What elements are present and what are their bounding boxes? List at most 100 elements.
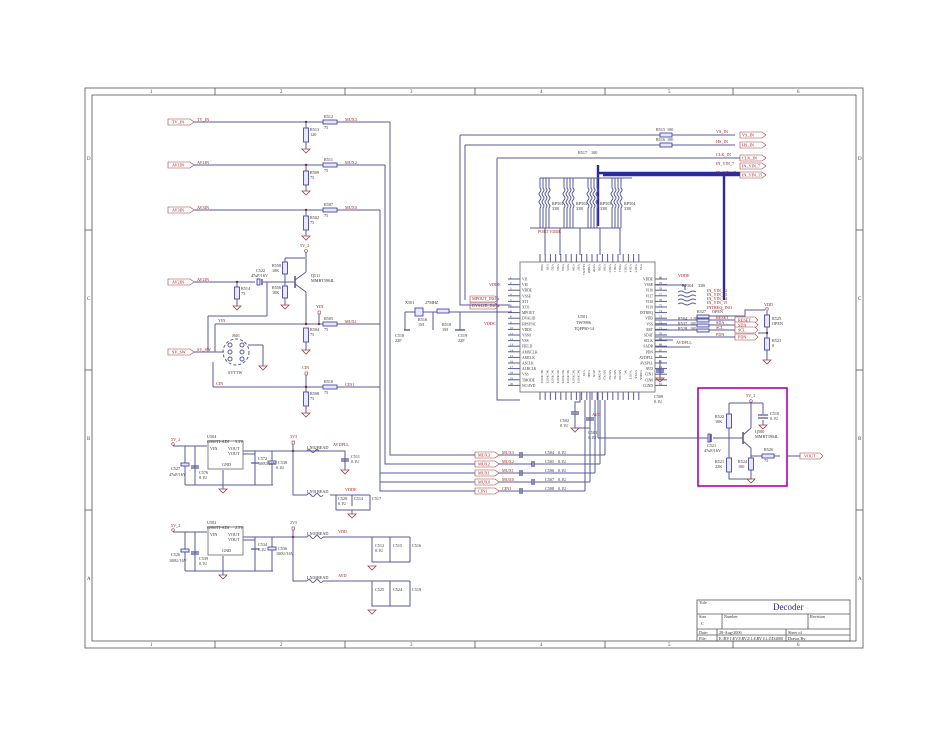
cap-value: 0.1U <box>558 477 566 482</box>
port-mux1[interactable] <box>474 469 500 477</box>
cap-ref: C506 <box>545 468 554 473</box>
ic-pin-number: 5 <box>510 298 512 302</box>
ic-pin-label: VDDE <box>643 278 654 282</box>
ic-pin-label: VDD <box>645 317 653 321</box>
reg1-pins-1-label: VOUT <box>228 446 240 451</box>
video_out-c2_val-label: 0.1U <box>770 416 778 421</box>
reg2-ref-label: U502 <box>207 520 216 525</box>
ic-pin-label: VSSA <box>634 370 638 379</box>
ic-pin-label: AVSPLL <box>640 362 653 366</box>
row-marker: B <box>858 437 862 442</box>
port-scl[interactable] <box>734 326 759 334</box>
inputs-tv_in-out-label: MUX3 <box>345 117 357 122</box>
inputs-cin-net-label: CIN <box>302 365 309 370</box>
port-label: MUX2 <box>478 462 490 467</box>
ic-pin-number: 75 <box>659 304 663 308</box>
inputs-yin-r_series_val-label: 75 <box>324 327 328 332</box>
right_ctrl-rst_nets-2-label: SCL <box>716 325 724 330</box>
ic-pin-label: VSS <box>522 339 529 343</box>
port-pdn[interactable] <box>734 333 759 341</box>
port-cin1[interactable] <box>474 487 500 495</box>
inputs-yin-r_shunt-label: R504 <box>310 327 320 332</box>
ic-pin-label: VSS <box>522 373 529 377</box>
ic-pin-number: 18 <box>510 371 514 375</box>
ic-pin-label: VD8 <box>597 264 601 271</box>
sheet-title: Decoder <box>773 602 803 612</box>
port-in-yin-7[interactable] <box>739 162 767 170</box>
row-marker: A <box>87 577 91 582</box>
port-vout[interactable] <box>799 452 824 460</box>
reg1-c_in2_val-label: 0.1U <box>199 475 207 480</box>
ic-pin-number: 71 <box>659 326 663 330</box>
column-marker: 3 <box>410 90 413 95</box>
sheet-file-label: E:\RV1\EV3\RV2\1.4\RV1\1.4\D4000 <box>719 636 783 641</box>
ic-pin-number: 70 <box>659 332 663 336</box>
inputs-sv-conn-label: J601 <box>232 333 240 338</box>
inputs-av3in-out-label: MUX0 <box>345 205 357 210</box>
port-mux0[interactable] <box>474 478 500 486</box>
cap-value: 0.1U <box>558 486 566 491</box>
right_ctrl-r523-label: R523 <box>772 338 781 343</box>
port-mux3[interactable] <box>474 451 500 459</box>
ic-pin-number: 10 <box>510 326 514 330</box>
right_ctrl-rs-2-label: R528 <box>678 326 687 331</box>
port-sv-sw[interactable] <box>167 348 195 356</box>
ic-pin-label: NC/MUX <box>571 370 575 384</box>
port-av1in[interactable] <box>167 161 195 169</box>
ic-pin-number: 65 <box>659 360 663 364</box>
ic-pin-label: VI1 <box>522 278 528 282</box>
inputs-av2in-cap_val-label: 47uF/16V <box>251 273 268 278</box>
column-marker: 4 <box>540 90 543 95</box>
top_right-y15_net-label: IN_YIN_15 <box>716 170 736 175</box>
reg2-c_out2-label: C536 <box>278 546 287 551</box>
resistor-network-element <box>586 178 590 228</box>
port-vs-in[interactable] <box>739 131 767 139</box>
crystal-ref-label: X501 <box>405 300 414 305</box>
ic-pins: VI11VI02VDDE3VSSE4XTI5XTO6MPOUT7DVALID8H… <box>508 254 667 400</box>
port-clk-in[interactable] <box>739 154 767 162</box>
port-av2in[interactable] <box>167 278 195 286</box>
reg2-rail-label: 2V5 <box>290 520 297 525</box>
reg1-l2-label: LN01 <box>307 489 317 494</box>
net-label: MUX3 <box>502 450 514 455</box>
port-in-yin-15[interactable] <box>739 171 767 179</box>
sheet-sheet_label-label: Sheet of <box>788 630 802 635</box>
resistor-network-element <box>589 178 593 228</box>
right_ctrl-rst_ports-2-label: SCL <box>738 328 746 333</box>
ic-pin-number: 80 <box>659 276 663 280</box>
port-tv-in[interactable] <box>167 118 195 126</box>
reg1-l1_val-label: BEAD <box>317 445 328 450</box>
reg1-n1-label: AVDPLL <box>333 442 349 447</box>
port-mux2[interactable] <box>474 460 500 468</box>
ic-pin-number: 1 <box>510 276 512 280</box>
reg1-c1_val-label: 0.1U <box>351 459 359 464</box>
reg2-l1_val-label: BEAD <box>317 531 328 536</box>
video_out-r4_val-label: 75 <box>764 458 768 463</box>
reg1-vout-label: 3.3V <box>235 439 243 444</box>
ic-pin-label: VD1 <box>545 264 549 271</box>
inputs-sv-conn_val-label: SVTTW <box>228 370 242 375</box>
sheet-file_label-label: File: <box>699 636 707 641</box>
right_ctrl-in_nets-3-label: IN_YIN_15 <box>707 300 727 305</box>
reg2-c_in_val-label: 100U/16V <box>169 558 187 563</box>
crystal-c1_val-label: 22P <box>395 338 402 343</box>
resistor-network-element <box>565 178 569 228</box>
reg1-in-label: 5V_2 <box>171 437 180 442</box>
ic-pin-label: MUX1 <box>613 370 617 380</box>
resistor-network-element <box>619 178 623 228</box>
left_ports-mpout-label: MPOUT_INO <box>472 296 496 301</box>
reg2-n2-label: AVD <box>338 573 347 578</box>
ic-pin-label: VD6 <box>571 264 575 271</box>
reg2-c_in2_val-label: 0.1U <box>199 561 207 566</box>
ic-pin-number: 19 <box>510 376 514 380</box>
ic-pin-label: VSS <box>639 264 643 270</box>
ic-pin-label: VD12 <box>618 264 622 273</box>
port-av3in[interactable] <box>167 206 195 214</box>
inputs-cin-label-label: CIN <box>216 381 223 386</box>
port-hs-in[interactable] <box>739 141 767 149</box>
